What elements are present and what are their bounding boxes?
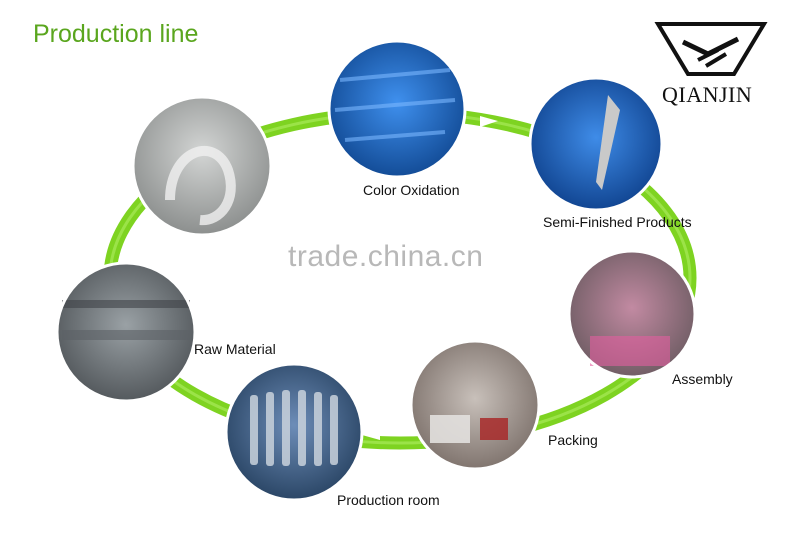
handshake-logo-icon — [654, 22, 768, 76]
step-photo-production-room — [224, 362, 364, 502]
step-photo-semi-finished-products — [528, 76, 664, 212]
brand-name: QIANJIN — [662, 82, 753, 107]
step-photo-assembly — [567, 249, 697, 379]
step-label-assembly: Assembly — [672, 371, 733, 387]
step-label-raw-material: Raw Material — [194, 341, 276, 357]
step-label-production-room: Production room — [337, 492, 440, 508]
step-photo-raw-material — [55, 261, 197, 403]
step-label-color-oxidation: Color Oxidation — [363, 182, 460, 198]
step-photo-color-oxidation — [327, 39, 467, 179]
step-label-packing: Packing — [548, 432, 598, 448]
page-title: Production line — [33, 20, 199, 48]
step-label-semi-finished-products: Semi-Finished Products — [543, 214, 692, 230]
watermark: trade.china.cn — [288, 240, 484, 273]
step-photo-packing — [409, 339, 541, 471]
step-photo-stamping — [131, 95, 273, 237]
